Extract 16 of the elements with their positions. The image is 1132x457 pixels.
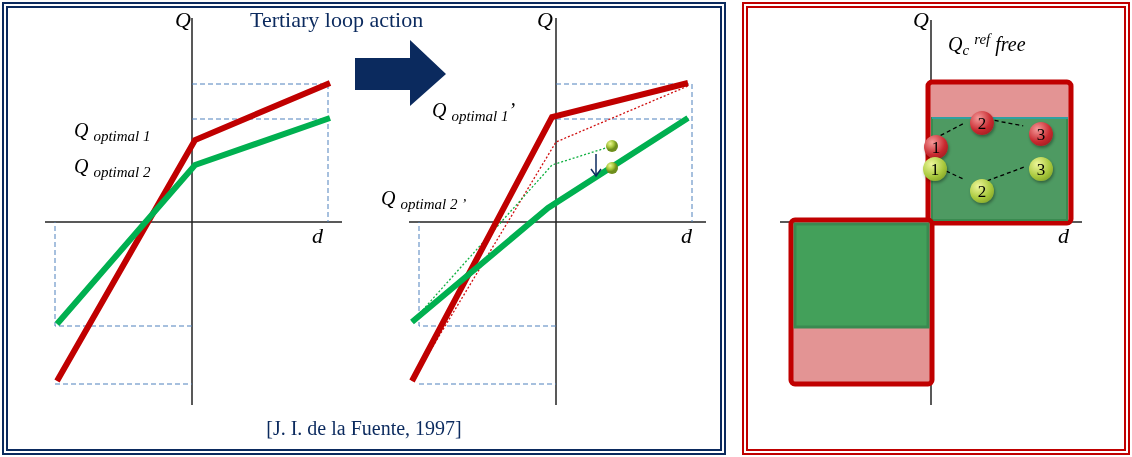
curve-label: Q $_{optimal 2}$ — [74, 154, 151, 179]
curve-label: Q $_{optimal 2 ’}$ — [381, 186, 467, 211]
curve-label: Q $_{optimal 1}$ — [74, 118, 151, 143]
curve-label: Q $_{optimal 1}$’ — [432, 98, 516, 123]
connector-line — [986, 166, 1025, 182]
citation-text: [J. I. de la Fuente, 1997] — [265, 416, 463, 441]
axis-label: Q — [913, 6, 929, 34]
axis-label: d — [681, 222, 692, 250]
axis-label: d — [312, 222, 323, 250]
panel-frame — [2, 2, 726, 455]
axis-label: Q — [537, 6, 553, 34]
title-label: Tertiary loop action — [250, 6, 424, 34]
connector-line — [940, 121, 966, 137]
axis-label: d — [1058, 222, 1069, 250]
axis-label: Q$_{c}$ $^{ref}$ free — [948, 32, 1026, 57]
axis-label: Q — [175, 6, 191, 34]
